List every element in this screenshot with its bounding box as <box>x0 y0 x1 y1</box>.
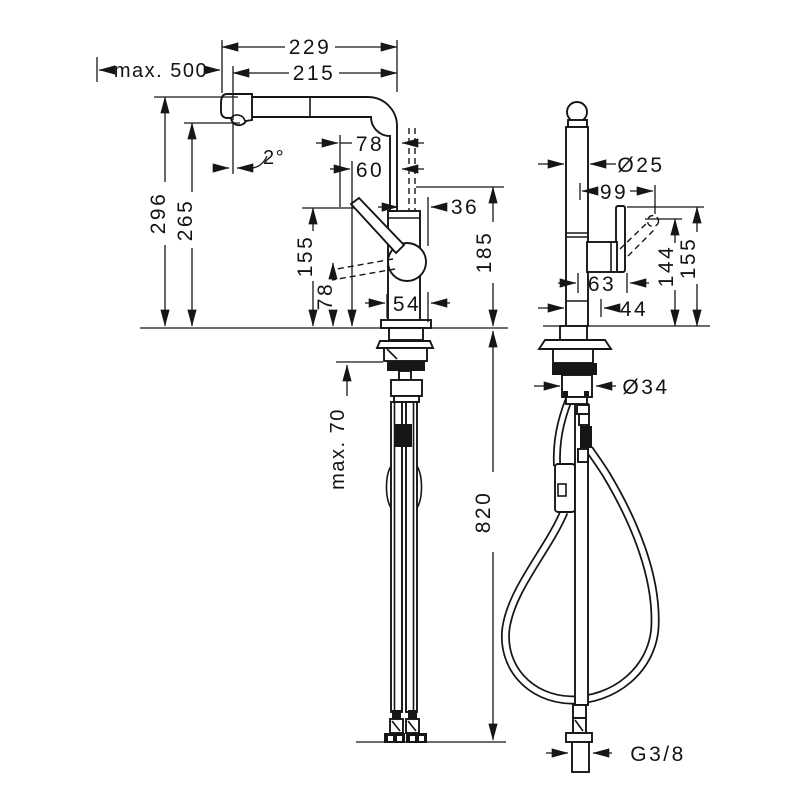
dim-label-deck-max-thickness: max. 70 <box>327 408 349 490</box>
pipe-union <box>576 404 590 415</box>
hose-weight-notch <box>557 483 567 497</box>
handle-lever <box>349 196 406 255</box>
dim-label-hose-below-deck: 820 <box>472 491 495 534</box>
hose-fitting-left <box>384 710 405 743</box>
handle-raised-dashed <box>619 221 649 250</box>
dim-label-hose-offset: 36 <box>451 196 479 219</box>
dim-label-spout-diameter: Ø25 <box>617 154 664 177</box>
dim-label-lever-top-height: 155 <box>677 237 700 280</box>
pipe-union <box>577 448 589 463</box>
mounting-tick <box>386 348 398 360</box>
faucet-column-side <box>565 126 589 327</box>
dim-label-aerator-offset: 60 <box>356 159 384 182</box>
dim-label-lever-down-height: 78 <box>314 282 337 310</box>
shank-cap <box>388 327 424 341</box>
base-flange <box>380 319 432 329</box>
pipe-sleeve <box>580 426 592 448</box>
front-dimensions: 229 215 max. 500 2° 296 265 155 <box>96 36 504 741</box>
spout-end-dome <box>566 101 588 123</box>
dim-label-total-width: 229 <box>289 36 332 59</box>
dim-label-spout-height-above-deck: 185 <box>473 231 496 274</box>
dim-label-base-width: 54 <box>393 293 421 316</box>
shank-reducer-side <box>565 396 588 405</box>
threaded-shank <box>390 379 423 397</box>
supply-collar <box>565 732 593 743</box>
dim-label-spout-angle: 2° <box>263 147 285 169</box>
dim-label-spout-reach: 215 <box>293 62 336 85</box>
handle-raised-dashed <box>627 228 656 257</box>
dim-label-lever-up-height: 155 <box>294 235 317 278</box>
side-view <box>500 101 710 773</box>
hose-bulge-right <box>416 465 423 509</box>
handle-housing <box>586 241 618 273</box>
supply-connector <box>572 704 587 719</box>
dim-label-base-depth: 44 <box>620 298 648 321</box>
dim-label-spray-offset: 78 <box>356 133 384 156</box>
dim-label-body-depth: 63 <box>588 273 616 296</box>
connector-tick <box>574 719 584 732</box>
handle-lever-side <box>615 205 626 273</box>
dim-label-pullout-length: max. 500 <box>114 60 208 82</box>
handle-knob-dashed <box>646 214 660 228</box>
handle-lever-down-dashed <box>331 268 396 281</box>
shank-nipple <box>398 370 412 381</box>
hose-fitting-right <box>405 710 427 743</box>
spout-cap <box>567 119 588 128</box>
dim-label-shank-diameter: Ø34 <box>622 376 669 399</box>
mounting-flange <box>375 340 435 349</box>
supply-hose-left <box>390 401 403 713</box>
mounting-body <box>383 347 428 362</box>
supply-hose-right <box>405 401 418 713</box>
mounting-body-side <box>552 348 594 364</box>
dim-label-lever-reach: 99 <box>600 181 628 204</box>
shank-mark <box>563 391 568 397</box>
shank-cap-side <box>559 325 588 341</box>
dim-label-spout-underside-height: 265 <box>174 199 197 242</box>
handle-lever-down-dashed <box>330 258 394 271</box>
hose-sleeve <box>395 424 412 447</box>
mounting-nut-side <box>552 363 597 375</box>
dim-label-supply-thread: G3/8 <box>630 743 686 766</box>
side-dimensions: Ø25 99 155 144 63 44 Ø34 G3/8 <box>534 154 704 766</box>
pullout-spray-head <box>220 93 253 127</box>
dim-label-lever-knob-height: 144 <box>655 245 678 288</box>
shank-mark <box>584 391 589 397</box>
hose-bulge-left <box>385 465 392 509</box>
pipe-union <box>578 413 590 426</box>
dim-label-total-height: 296 <box>147 192 170 235</box>
aerator-dome <box>230 114 246 122</box>
mounting-flange-side <box>537 339 613 350</box>
mounting-nut <box>387 361 425 371</box>
front-view <box>140 93 508 743</box>
supply-end-pipe <box>571 741 590 773</box>
